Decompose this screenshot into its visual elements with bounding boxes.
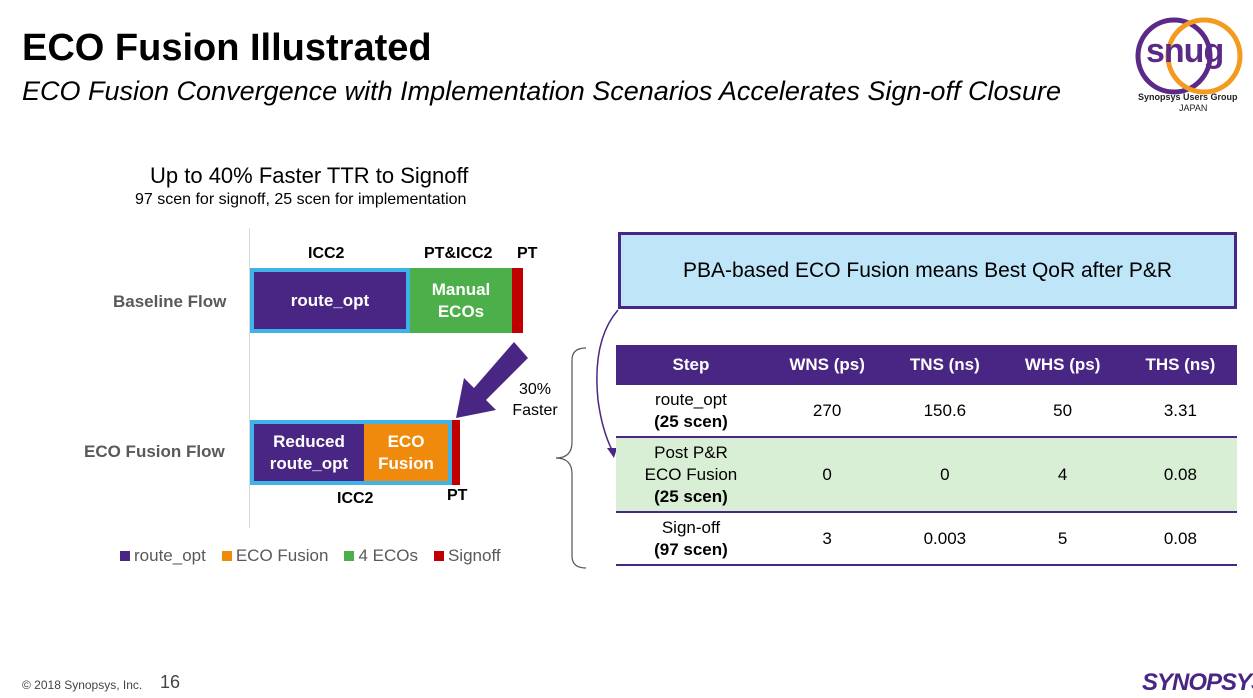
bar-segment-reduced-route-opt: Reduced route_opt [254, 424, 364, 481]
annotation-text: 30% Faster [512, 381, 558, 419]
legend-item: ECO Fusion [221, 546, 329, 566]
legend-swatch [433, 551, 444, 561]
cell-ths: 0.08 [1123, 437, 1237, 513]
bar-segment-signoff [512, 268, 523, 333]
legend-label: 4 ECOs [358, 546, 418, 565]
legend-item: 4 ECOs [344, 546, 418, 566]
legend-item: Signoff [433, 546, 501, 566]
bottom-label-pt: PT [447, 487, 468, 504]
legend-swatch [221, 551, 232, 561]
cell-tns: 0 [888, 437, 1002, 513]
arrow-icon [456, 342, 528, 418]
qor-callout: PBA-based ECO Fusion means Best QoR afte… [618, 232, 1237, 309]
step-name-line1: Post P&R [654, 442, 728, 462]
table-row: route_opt(25 scen) 270 150.6 50 3.31 [616, 385, 1237, 438]
legend-label: Signoff [447, 546, 501, 565]
cell-whs: 4 [1001, 437, 1124, 513]
qor-table: Step WNS (ps) TNS (ns) WHS (ps) THS (ns)… [616, 345, 1237, 566]
cell-ths: 0.08 [1123, 512, 1237, 566]
logo-region: JAPAN [1179, 103, 1208, 113]
col-header-tns: TNS (ns) [888, 345, 1002, 385]
step-name-line2: ECO Fusion [644, 464, 738, 484]
step-scen: (25 scen) [654, 486, 728, 506]
eco-fusion-label: ECO Fusion [378, 431, 434, 473]
col-header-whs: WHS (ps) [1001, 345, 1124, 385]
legend-label: ECO Fusion [235, 546, 329, 565]
cell-step: route_opt(25 scen) [616, 385, 766, 438]
col-header-wns: WNS (ps) [765, 345, 889, 385]
legend-swatch [344, 551, 355, 561]
step-scen: (97 scen) [654, 539, 728, 559]
col-header-step: Step [616, 345, 766, 385]
bar-segment-manual-ecos: Manual ECOs [410, 268, 512, 333]
cell-ths: 3.31 [1123, 385, 1237, 438]
category-label-eco-fusion: ECO Fusion Flow [84, 442, 225, 461]
cell-wns: 3 [765, 512, 889, 566]
legend-label: route_opt [134, 546, 206, 565]
step-name: Sign-off [661, 517, 721, 537]
page-subtitle: ECO Fusion Convergence with Implementati… [22, 76, 1061, 106]
logo-rings [1135, 17, 1243, 95]
top-label-icc2: ICC2 [308, 245, 345, 262]
table-row: Sign-off(97 scen) 3 0.003 5 0.08 [616, 512, 1237, 566]
page-number: 16 [160, 672, 181, 692]
cell-step: Sign-off(97 scen) [616, 512, 766, 566]
manual-ecos-label: Manual ECOs [431, 279, 491, 321]
chart-title: Up to 40% Faster TTR to Signoff [150, 163, 469, 188]
cell-wns: 270 [765, 385, 889, 438]
chart-subtitle: 97 scen for signoff, 25 scen for impleme… [135, 191, 467, 208]
footer-copyright: © 2018 Synopsys, Inc. [22, 678, 143, 692]
bar-eco-fusion: Reduced route_opt ECO Fusion [250, 420, 460, 485]
step-name: route_opt [655, 389, 727, 409]
legend-swatch [120, 551, 130, 561]
top-label-pt-icc2: PT&ICC2 [424, 245, 493, 262]
category-label-baseline: Baseline Flow [113, 292, 227, 311]
table-header-row: Step WNS (ps) TNS (ns) WHS (ps) THS (ns) [616, 345, 1237, 385]
legend-item: route_opt [120, 546, 206, 566]
synopsys-logo: SYNOPSYS [1142, 669, 1253, 696]
top-label-pt: PT [517, 245, 538, 262]
logo-text: snug [1146, 32, 1224, 70]
cell-tns: 150.6 [888, 385, 1002, 438]
eco-outline: Reduced route_opt ECO Fusion [250, 420, 452, 485]
chart-legend: route_opt ECO Fusion 4 ECOs Signoff [120, 546, 501, 566]
bar-segment-eco-fusion: ECO Fusion [364, 424, 448, 481]
page-title: ECO Fusion Illustrated [22, 27, 432, 69]
brace-connector [555, 309, 619, 569]
col-header-ths: THS (ns) [1123, 345, 1237, 385]
cell-whs: 50 [1001, 385, 1124, 438]
bar-baseline: route_opt Manual ECOs [250, 268, 523, 333]
bar-segment-signoff [452, 420, 460, 485]
chart-axis [249, 228, 250, 528]
logo-subtext: Synopsys Users Group [1138, 92, 1238, 102]
cell-tns: 0.003 [888, 512, 1002, 566]
step-scen: (25 scen) [654, 411, 728, 431]
cell-wns: 0 [765, 437, 889, 513]
reduced-route-opt-label: Reduced route_opt [269, 431, 349, 473]
bottom-label-icc2: ICC2 [337, 490, 374, 507]
bar-segment-route-opt: route_opt [250, 268, 410, 333]
faster-annotation: 30% Faster [505, 379, 565, 421]
cell-whs: 5 [1001, 512, 1124, 566]
snug-logo: snug Synopsys Users Group JAPAN [1132, 12, 1247, 116]
